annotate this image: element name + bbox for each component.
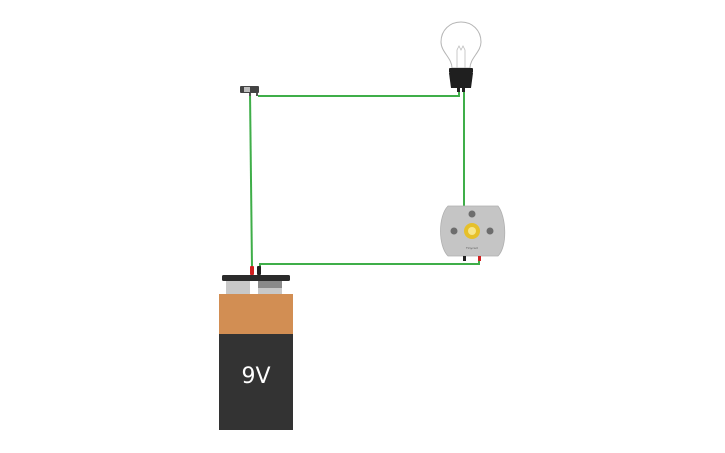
motor-right-hole	[486, 227, 494, 235]
battery-voltage-label: 9V	[241, 364, 270, 389]
wire-switch-to-battery[interactable]	[249, 91, 253, 269]
bulb-lead-left	[457, 88, 460, 92]
dc-motor-icon[interactable]: Tinycad	[440, 205, 506, 261]
battery-terminal-right-top	[258, 281, 282, 288]
bulb-socket	[449, 68, 473, 73]
bulb-filament	[456, 45, 466, 68]
battery-band	[219, 294, 293, 334]
battery-body	[219, 334, 293, 430]
motor-lead-positive	[478, 256, 481, 261]
battery-connector-cap	[222, 275, 290, 281]
motor-shaft-inner	[468, 227, 476, 235]
motor-left-hole	[450, 227, 458, 235]
bulb-socket-base	[449, 73, 473, 88]
wire-switch-to-bulb[interactable]	[258, 90, 460, 97]
battery-9v[interactable]: 9V	[219, 266, 293, 430]
battery-lead-negative	[257, 266, 261, 275]
bulb-lead-right	[462, 88, 465, 92]
switch-pin	[249, 93, 251, 96]
motor-top-hole	[468, 210, 476, 218]
motor-lead-negative	[463, 256, 466, 261]
lightbulb-icon[interactable]	[440, 21, 482, 92]
switch-slider[interactable]	[244, 87, 250, 92]
battery-lead-positive	[250, 266, 254, 275]
motor-label: Tinycad	[465, 246, 478, 250]
wire-battery-to-motor[interactable]	[259, 258, 480, 268]
switch-pin	[256, 93, 258, 96]
battery-terminal-left	[226, 281, 250, 294]
slide-switch-icon[interactable]	[240, 86, 259, 96]
bulb-glass	[440, 21, 482, 69]
